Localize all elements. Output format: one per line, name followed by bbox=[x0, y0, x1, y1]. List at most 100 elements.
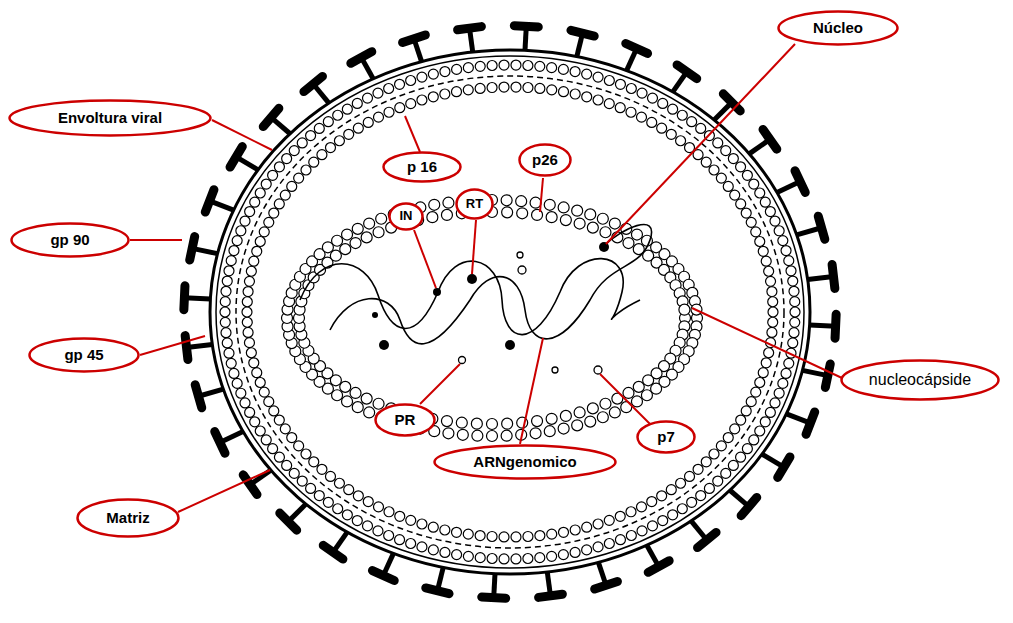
protein-bead bbox=[728, 460, 738, 470]
spike-cap bbox=[372, 571, 394, 581]
protein-bead bbox=[406, 515, 416, 525]
protein-bead bbox=[274, 162, 284, 172]
protein-bead bbox=[765, 407, 775, 417]
protein-bead bbox=[224, 266, 234, 276]
protein-bead bbox=[788, 338, 798, 348]
protein-bead bbox=[544, 199, 555, 210]
callout-label: ARNgenomico bbox=[433, 444, 617, 471]
protein-bead bbox=[463, 551, 473, 561]
protein-bead bbox=[679, 304, 690, 315]
protein-bead bbox=[264, 217, 274, 227]
protein-bead bbox=[585, 209, 596, 220]
protein-bead bbox=[282, 460, 292, 470]
protein-bead bbox=[440, 67, 450, 77]
protein-bead bbox=[429, 199, 440, 210]
protein-bead bbox=[342, 104, 352, 114]
protein-bead bbox=[243, 327, 253, 337]
protein-bead bbox=[294, 173, 304, 183]
protein-bead bbox=[666, 485, 676, 495]
protein-bead bbox=[317, 150, 327, 160]
spike-cap bbox=[741, 497, 757, 515]
protein-bead bbox=[609, 407, 620, 418]
protein-bead bbox=[558, 550, 568, 560]
protein-bead bbox=[417, 95, 427, 105]
protein-bead bbox=[788, 276, 798, 286]
viral-envelope-inner bbox=[216, 56, 804, 568]
protein-bead bbox=[768, 317, 778, 327]
protein-bead bbox=[723, 181, 733, 191]
callout-label: p7 bbox=[636, 420, 696, 446]
protein-bead bbox=[443, 428, 454, 439]
spike-cap bbox=[426, 588, 449, 594]
protein-bead bbox=[395, 103, 405, 113]
protein-bead bbox=[647, 117, 657, 127]
spike-cap bbox=[263, 108, 279, 126]
callout-label: Envoltura viral bbox=[8, 99, 212, 127]
protein-bead bbox=[502, 418, 513, 429]
protein-bead bbox=[499, 82, 509, 92]
protein-bead bbox=[243, 287, 253, 297]
protein-bead bbox=[499, 532, 509, 542]
protein-bead bbox=[781, 246, 791, 256]
protein-bead bbox=[574, 218, 585, 229]
protein-bead bbox=[314, 491, 324, 501]
protein-bead bbox=[530, 428, 541, 439]
protein-bead bbox=[244, 276, 254, 286]
protein-bead bbox=[609, 218, 620, 229]
protein-bead bbox=[287, 433, 297, 443]
protein-bead bbox=[463, 63, 473, 73]
spike-cap bbox=[205, 190, 214, 212]
spike-cap bbox=[185, 336, 188, 360]
protein-bead bbox=[530, 197, 541, 208]
protein-bead bbox=[255, 188, 265, 198]
protein-bead bbox=[604, 539, 614, 549]
protein-bead bbox=[572, 205, 583, 216]
protein-bead bbox=[764, 348, 774, 358]
protein-bead bbox=[287, 181, 297, 191]
protein-bead bbox=[252, 246, 262, 256]
protein-bead bbox=[560, 215, 571, 226]
protein-bead bbox=[658, 98, 668, 108]
protein-bead bbox=[713, 476, 723, 486]
protein-bead bbox=[790, 307, 800, 317]
protein-bead bbox=[376, 213, 387, 224]
protein-bead bbox=[255, 426, 265, 436]
protein-bead bbox=[746, 397, 756, 407]
protein-bead bbox=[330, 250, 341, 261]
protein-bead bbox=[547, 85, 557, 95]
protein-bead bbox=[784, 256, 794, 266]
protein-bead bbox=[240, 398, 250, 408]
protein-bead bbox=[709, 165, 719, 175]
protein-bead bbox=[363, 117, 373, 127]
protein-bead bbox=[428, 545, 438, 555]
spike-cap bbox=[230, 146, 242, 167]
genomic-rna bbox=[300, 259, 640, 335]
protein-bead bbox=[440, 547, 450, 557]
protein-bead bbox=[721, 468, 731, 478]
protein-bead bbox=[301, 165, 311, 175]
callout-oval: Matriz bbox=[76, 498, 180, 538]
protein-bead bbox=[323, 117, 333, 127]
protein-bead bbox=[572, 420, 583, 431]
protein-bead bbox=[685, 471, 695, 481]
protein-bead bbox=[582, 69, 592, 79]
protein-bead bbox=[626, 107, 636, 117]
callout-label: RT bbox=[455, 188, 494, 211]
leader-lines bbox=[130, 44, 842, 512]
spike-cap bbox=[304, 76, 323, 91]
spike-cap bbox=[351, 52, 372, 64]
protein-bead bbox=[755, 426, 765, 436]
protein-bead bbox=[687, 117, 697, 127]
protein-bead bbox=[687, 497, 697, 507]
protein-bead bbox=[220, 317, 230, 327]
protein-bead bbox=[570, 525, 580, 535]
protein-bead bbox=[547, 529, 557, 539]
protein-bead bbox=[417, 72, 427, 82]
protein-bead bbox=[395, 79, 405, 89]
protein-bead bbox=[255, 236, 265, 246]
protein-bead bbox=[250, 197, 260, 207]
protein-bead bbox=[604, 75, 614, 85]
protein-bead bbox=[742, 170, 752, 180]
protein-bead bbox=[558, 423, 569, 434]
protein-bead bbox=[475, 553, 485, 563]
